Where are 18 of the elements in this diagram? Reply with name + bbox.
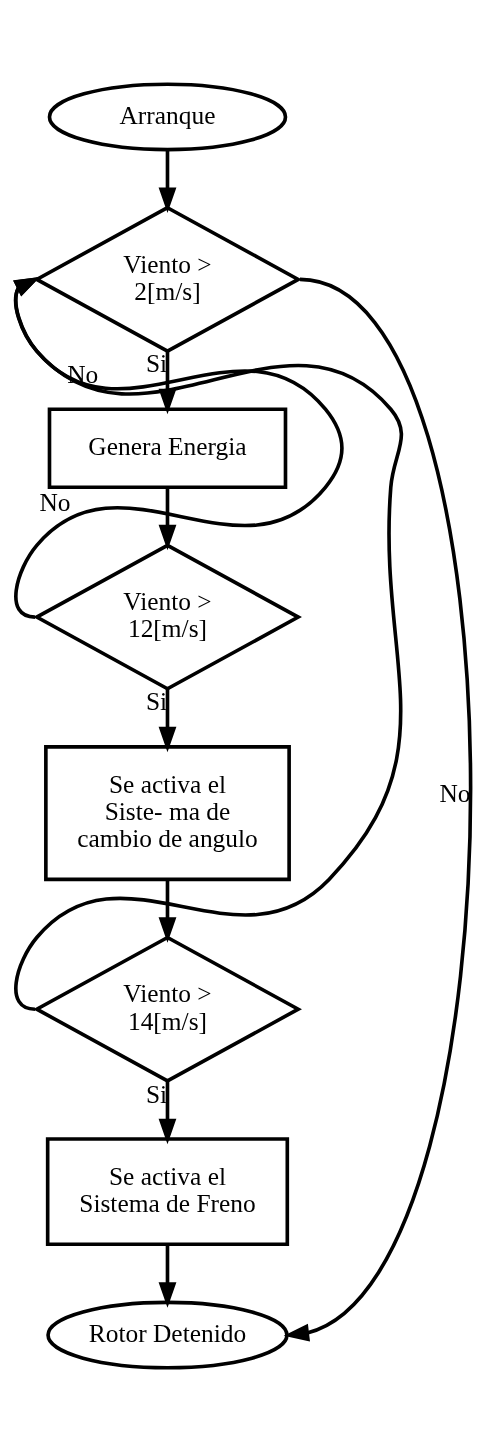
arrow <box>158 1244 177 1308</box>
node-diamond: Viento > 2[m/s] <box>33 205 302 354</box>
node-box: Se activa el Siste- ma de cambio de angulo <box>44 745 291 882</box>
edge-label: No <box>67 360 99 389</box>
node-diamond: Viento > 12[m/s] <box>33 543 302 691</box>
arrow <box>158 487 177 551</box>
arrow <box>158 1081 177 1145</box>
arrow <box>158 879 177 943</box>
node-box: Se activa el Sistema de Freno <box>45 1137 290 1247</box>
arrow <box>158 688 177 753</box>
node-diamond: Viento > 14[m/s] <box>33 935 302 1083</box>
arrow <box>158 150 177 213</box>
arrow <box>283 277 473 1342</box>
node-box: Genera Energia <box>47 407 288 490</box>
node-ellipse: Rotor Detenido <box>46 1300 289 1370</box>
edge-label: No <box>39 488 71 517</box>
node-ellipse: Arranque <box>47 82 288 152</box>
edge-label: No <box>439 779 471 808</box>
